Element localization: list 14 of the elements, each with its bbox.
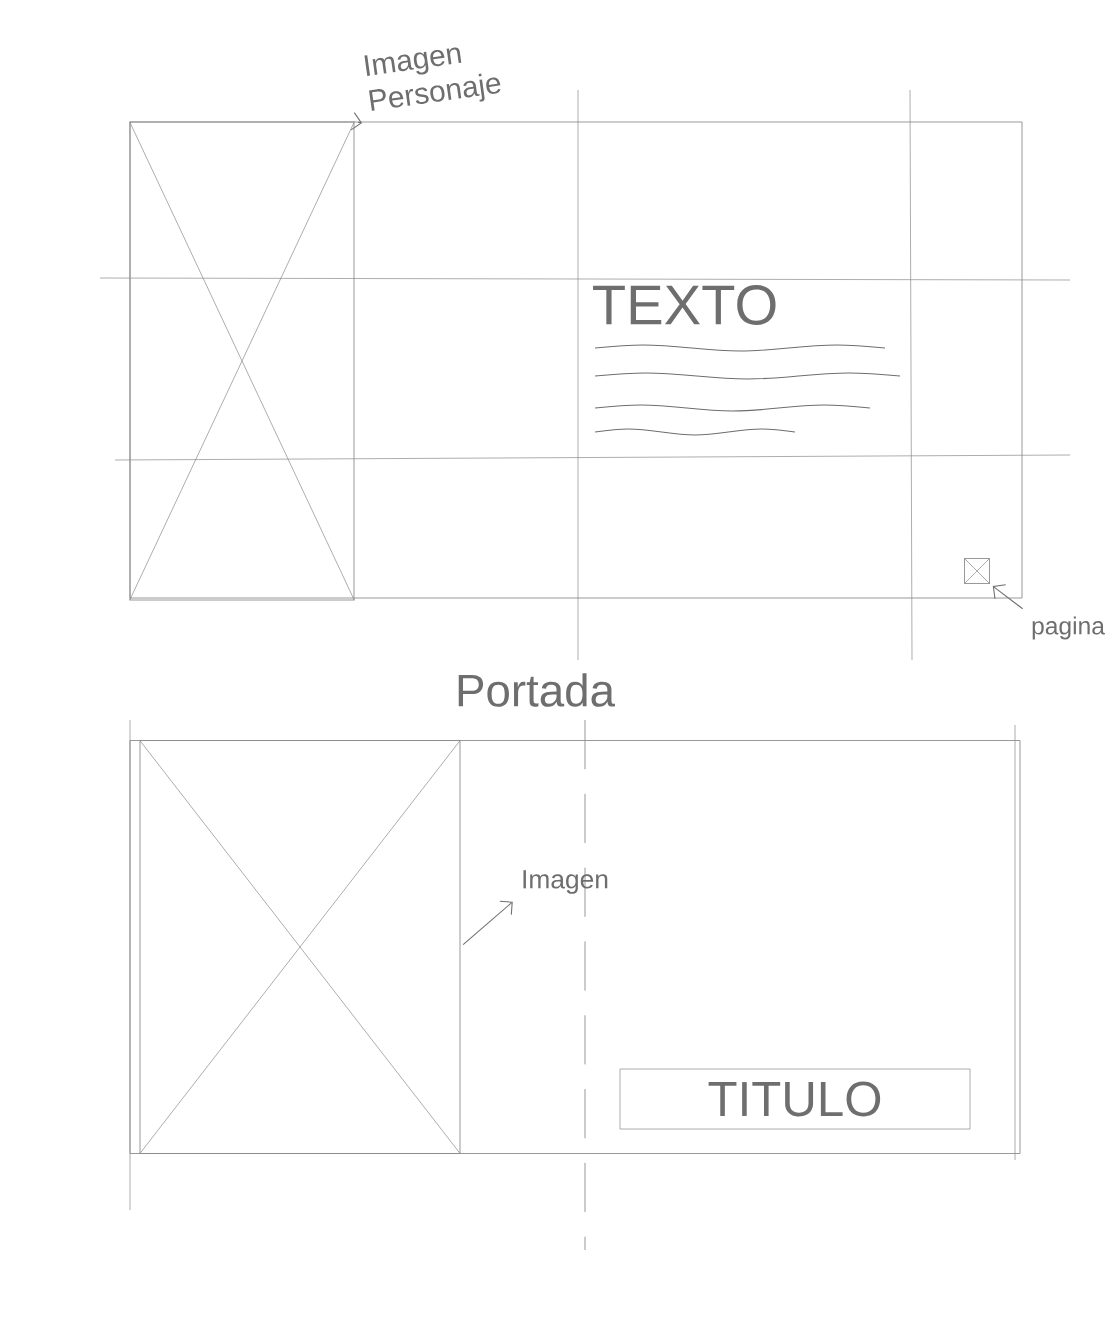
image-placeholder xyxy=(129,121,355,601)
heading-text: TEXTO xyxy=(593,285,776,325)
annotation-text: Imagen xyxy=(523,870,608,894)
page-label: Portada xyxy=(458,673,615,707)
leader-line xyxy=(992,584,1024,610)
screen-frame xyxy=(129,121,1023,599)
page-icon xyxy=(963,557,991,585)
leader-line xyxy=(350,112,363,131)
annotation-text: Imagen Personaje xyxy=(364,47,501,111)
image-placeholder xyxy=(139,739,461,1155)
title-box: TITULO xyxy=(619,1068,971,1130)
annotation-text: pagina xyxy=(1032,616,1105,640)
screen-frame xyxy=(129,740,1021,1154)
leader-line xyxy=(462,900,513,946)
